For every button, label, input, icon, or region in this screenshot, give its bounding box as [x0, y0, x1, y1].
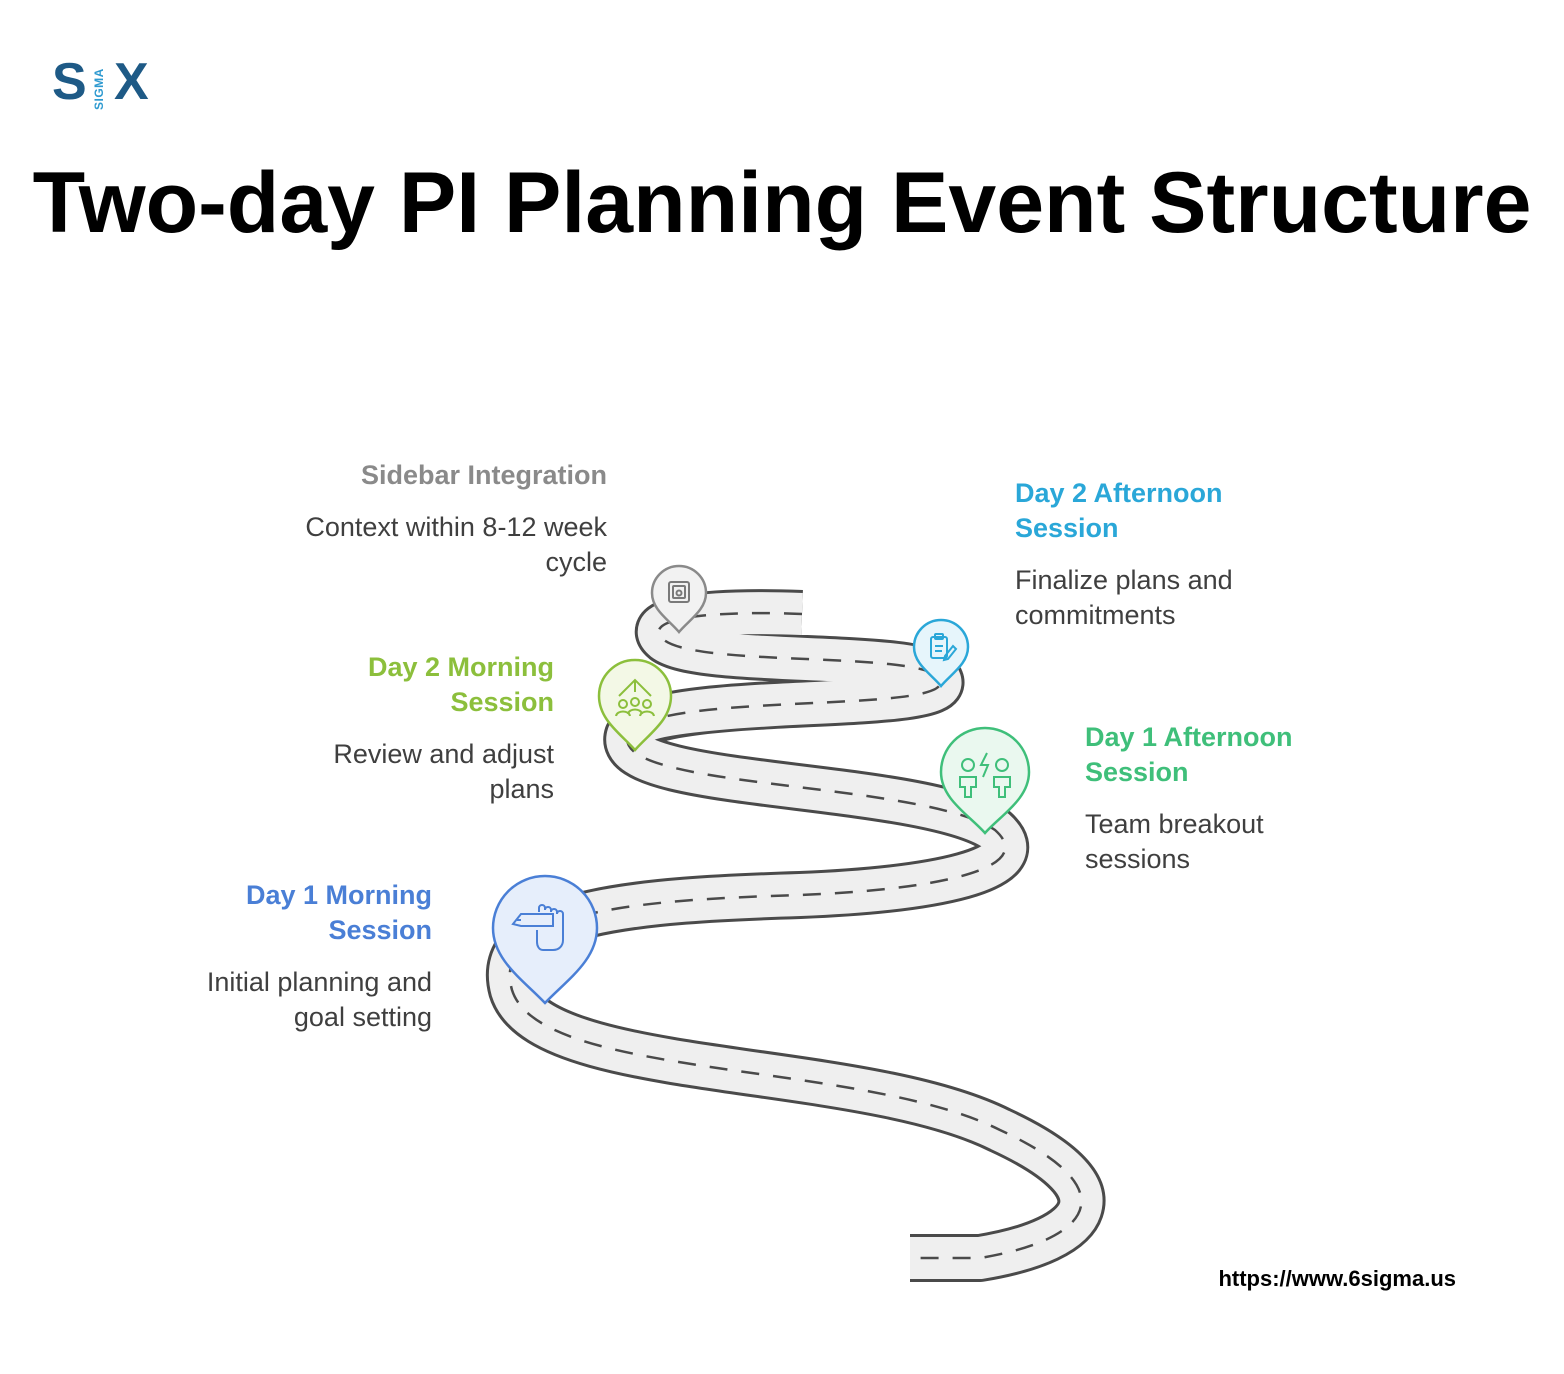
logo-letter-s: S [52, 53, 87, 111]
stage-description: Finalize plans and commitments [1015, 565, 1233, 630]
stage-sidebar-integration: Sidebar Integration Context within 8-12 … [256, 458, 607, 580]
brand-logo: S SIGMA X [52, 52, 164, 112]
stage-day2-afternoon: Day 2 Afternoon Session Finalize plans a… [1015, 476, 1295, 633]
stage-day1-afternoon: Day 1 Afternoon Session Team breakout se… [1085, 720, 1345, 877]
stage-heading: Day 2 Afternoon Session [1015, 478, 1223, 543]
pin-day2-afternoon [912, 618, 970, 688]
pin-day2-morning [597, 658, 673, 752]
people-collaboration-icon [959, 752, 1011, 798]
stage-description: Context within 8-12 week cycle [305, 512, 607, 577]
hand-holding-pen-icon [511, 904, 564, 951]
road [485, 589, 1106, 1282]
stage-description: Review and adjust plans [333, 739, 554, 804]
pin-day1-afternoon [939, 726, 1031, 835]
stage-heading: Day 1 Afternoon Session [1085, 722, 1293, 787]
calendar-lock-icon [668, 581, 690, 603]
page-title: Two-day PI Planning Event Structure [32, 155, 1532, 251]
logo-letter-x: X [114, 53, 149, 111]
stage-heading: Day 1 Morning Session [245, 880, 432, 945]
footer-url[interactable]: https://www.6sigma.us [1218, 1266, 1456, 1291]
stage-heading: Day 2 Morning Session [367, 652, 554, 717]
pin-sidebar-integration [650, 564, 708, 634]
team-growth-icon [615, 678, 655, 717]
stage-heading: Sidebar Integration [360, 460, 607, 490]
stage-day1-morning: Day 1 Morning Session Initial planning a… [172, 878, 432, 1035]
pin-day1-morning [491, 874, 599, 1005]
clipboard-edit-icon [930, 633, 958, 662]
stage-day2-morning: Day 2 Morning Session Review and adjust … [284, 650, 554, 807]
stage-description: Team breakout sessions [1085, 809, 1264, 874]
stage-description: Initial planning and goal setting [206, 967, 432, 1032]
